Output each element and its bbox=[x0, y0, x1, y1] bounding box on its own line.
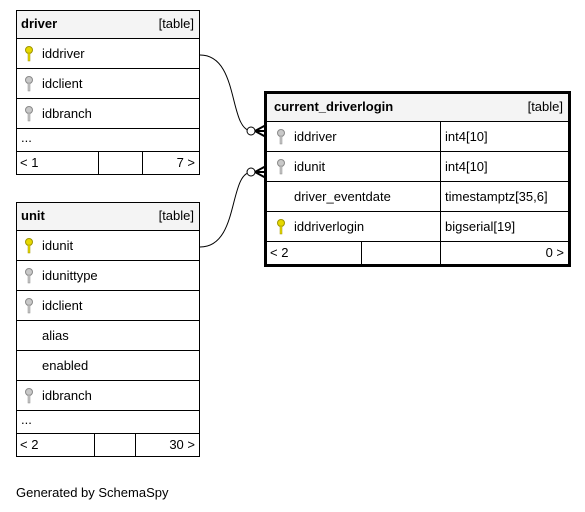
column-row[interactable]: idclient bbox=[17, 291, 199, 321]
primary-key-icon bbox=[25, 238, 33, 254]
table-current-driverlogin[interactable]: current_driverlogin [table] iddriver int… bbox=[264, 91, 571, 267]
column-name: idclient bbox=[42, 298, 83, 313]
column-name: idunittype bbox=[42, 268, 98, 283]
column-name-cell: iddriverlogin bbox=[267, 212, 441, 241]
column-row[interactable]: idunittype bbox=[17, 261, 199, 291]
column-name: idbranch bbox=[42, 106, 92, 121]
column-name-cell: driver_eventdate bbox=[267, 182, 441, 211]
column-name: driver_eventdate bbox=[294, 189, 391, 204]
footer-spacer bbox=[95, 434, 136, 456]
children-count[interactable]: 0 > bbox=[545, 245, 564, 260]
footer-spacer bbox=[99, 152, 143, 174]
column-row[interactable]: iddriverlogin bigserial[19] bbox=[267, 212, 568, 242]
table-header: driver [table] bbox=[17, 11, 199, 39]
column-type: int4[10] bbox=[445, 159, 488, 174]
column-type: bigserial[19] bbox=[445, 219, 516, 234]
ellipsis-text: ... bbox=[21, 130, 32, 145]
column-name: idunit bbox=[294, 159, 326, 174]
column-type: timestamptz[35,6] bbox=[445, 189, 548, 204]
foreign-key-icon bbox=[25, 388, 33, 404]
column-row[interactable]: idclient bbox=[17, 69, 199, 99]
column-row[interactable]: idunit bbox=[17, 231, 199, 261]
foreign-key-icon bbox=[277, 129, 285, 145]
link-end-circle bbox=[246, 167, 256, 177]
parents-count[interactable]: < 2 bbox=[267, 242, 362, 264]
column-row[interactable]: iddriver int4[10] bbox=[267, 122, 568, 152]
children-count[interactable]: 7 > bbox=[176, 155, 195, 170]
link-unit-to-current-driverlogin bbox=[199, 171, 253, 248]
column-name: iddriver bbox=[294, 129, 337, 144]
table-header: current_driverlogin [table] bbox=[267, 94, 568, 122]
column-name: alias bbox=[42, 328, 69, 343]
table-kind: [table] bbox=[158, 208, 194, 223]
column-row[interactable]: enabled bbox=[17, 351, 199, 381]
column-row[interactable]: iddriver bbox=[17, 39, 199, 69]
foreign-key-icon bbox=[25, 268, 33, 284]
table-unit[interactable]: unit [table] idunit idunittype idclient … bbox=[16, 202, 200, 457]
column-name: enabled bbox=[42, 358, 89, 373]
column-row[interactable]: idunit int4[10] bbox=[267, 152, 568, 182]
foreign-key-icon bbox=[25, 106, 33, 122]
table-kind: [table] bbox=[527, 99, 563, 114]
column-row[interactable]: driver_eventdate timestamptz[35,6] bbox=[267, 182, 568, 212]
table-kind: [table] bbox=[158, 16, 194, 31]
children-count[interactable]: 30 > bbox=[169, 437, 195, 452]
column-row[interactable]: idbranch bbox=[17, 381, 199, 411]
table-name[interactable]: current_driverlogin bbox=[274, 99, 394, 114]
link-end-circle bbox=[246, 126, 256, 136]
column-name: idclient bbox=[42, 76, 83, 91]
foreign-key-icon bbox=[25, 298, 33, 314]
table-name[interactable]: driver bbox=[21, 16, 58, 31]
column-name: iddriver bbox=[42, 46, 85, 61]
column-type: int4[10] bbox=[445, 129, 488, 144]
primary-key-icon bbox=[25, 46, 33, 62]
footer-spacer bbox=[362, 242, 441, 264]
column-row[interactable]: idbranch bbox=[17, 99, 199, 129]
link-driver-to-current-driverlogin bbox=[199, 54, 253, 132]
table-footer: < 2 30 > bbox=[17, 434, 199, 456]
column-row[interactable]: alias bbox=[17, 321, 199, 351]
column-name-cell: idunit bbox=[267, 152, 441, 181]
column-name: idbranch bbox=[42, 388, 92, 403]
column-name-cell: iddriver bbox=[267, 122, 441, 151]
table-header: unit [table] bbox=[17, 203, 199, 231]
column-name: iddriverlogin bbox=[294, 219, 365, 234]
generated-by-credit: Generated by SchemaSpy bbox=[16, 485, 169, 500]
table-name[interactable]: unit bbox=[21, 208, 45, 223]
primary-key-icon bbox=[277, 219, 285, 235]
more-columns: ... bbox=[17, 129, 199, 152]
column-name: idunit bbox=[42, 238, 74, 253]
ellipsis-text: ... bbox=[21, 412, 32, 427]
more-columns: ... bbox=[17, 411, 199, 434]
table-footer: < 1 7 > bbox=[17, 152, 199, 174]
parents-count[interactable]: < 1 bbox=[17, 152, 99, 174]
parents-count[interactable]: < 2 bbox=[17, 434, 95, 456]
foreign-key-icon bbox=[277, 159, 285, 175]
table-footer: < 2 0 > bbox=[267, 242, 568, 264]
foreign-key-icon bbox=[25, 76, 33, 92]
table-driver[interactable]: driver [table] iddriver idclient idbranc… bbox=[16, 10, 200, 175]
